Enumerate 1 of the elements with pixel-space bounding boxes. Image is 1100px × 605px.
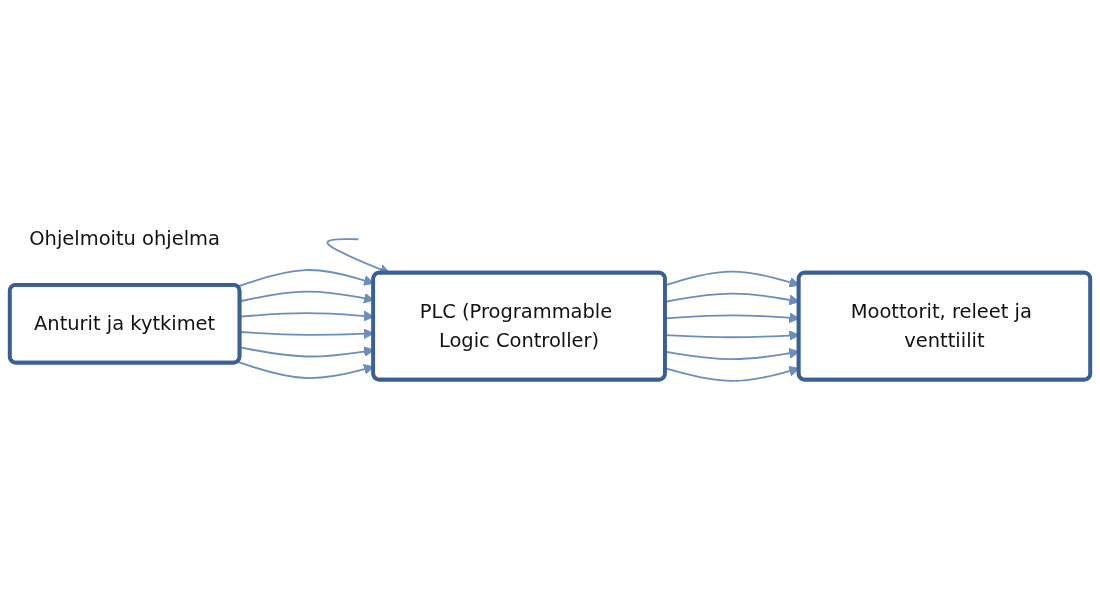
node-text: Ohjelmoitu ohjelma (29, 226, 220, 250)
